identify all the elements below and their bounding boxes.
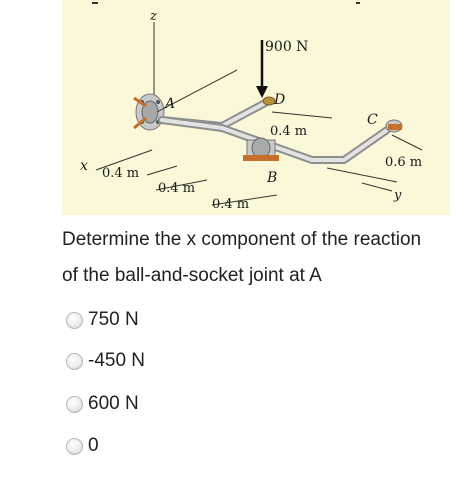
option-600[interactable]: 600 N [66,389,139,419]
y-axis-line [361,182,393,192]
dim-x-line [146,165,178,176]
option-750[interactable]: 750 N [66,305,139,335]
end-d [262,96,276,106]
option-label: 750 N [88,309,139,330]
bearing-b [243,137,279,161]
figure-drawing: z [80,2,423,212]
point-a-label: A [163,96,175,112]
point-d-label: D [273,92,285,108]
x-axis-label: x [80,158,88,174]
dim-mid-line [155,179,208,191]
dim-ad-label: 0.4 m [270,124,307,139]
bearing-c [385,119,403,133]
question-text: Determine the x component of the reactio… [62,222,462,294]
question-line-1: Determine the x component of the reactio… [62,229,422,250]
z-axis-label: z [149,9,157,24]
dim-bottom-label: 0.4 m [212,197,249,212]
option-label: -450 N [88,350,146,371]
point-c-label: C [367,112,378,128]
radio-button[interactable] [66,352,83,370]
x-axis-line [95,149,153,171]
pipe-assembly-figure: z [62,0,450,215]
dim-x-label: 0.4 m [102,166,139,181]
dim-mid-label: 0.4 m [158,181,195,196]
force-label: 900 N [265,39,308,55]
point-b-label: B [266,170,277,186]
force-arrow-head [256,86,268,98]
y-axis-label: y [393,188,402,203]
radio-button[interactable] [66,437,83,455]
radio-button[interactable] [66,311,83,329]
pipe [158,98,391,164]
wall-mount-a [133,93,165,131]
dim-ad-line [271,111,333,119]
dim-bottom-line [211,194,278,206]
option-label: 0 [88,435,99,456]
radio-button[interactable] [66,395,83,413]
option-neg-450[interactable]: -450 N [66,346,145,376]
question-line-2: of the ball-and-socket joint at A [62,265,322,286]
dim-bc-line [326,167,398,183]
rear-guide-line [156,69,238,113]
dim-c-guide [391,134,423,151]
option-0[interactable]: 0 [66,431,99,461]
option-label: 600 N [88,393,139,414]
dim-bc-label: 0.6 m [385,155,422,170]
